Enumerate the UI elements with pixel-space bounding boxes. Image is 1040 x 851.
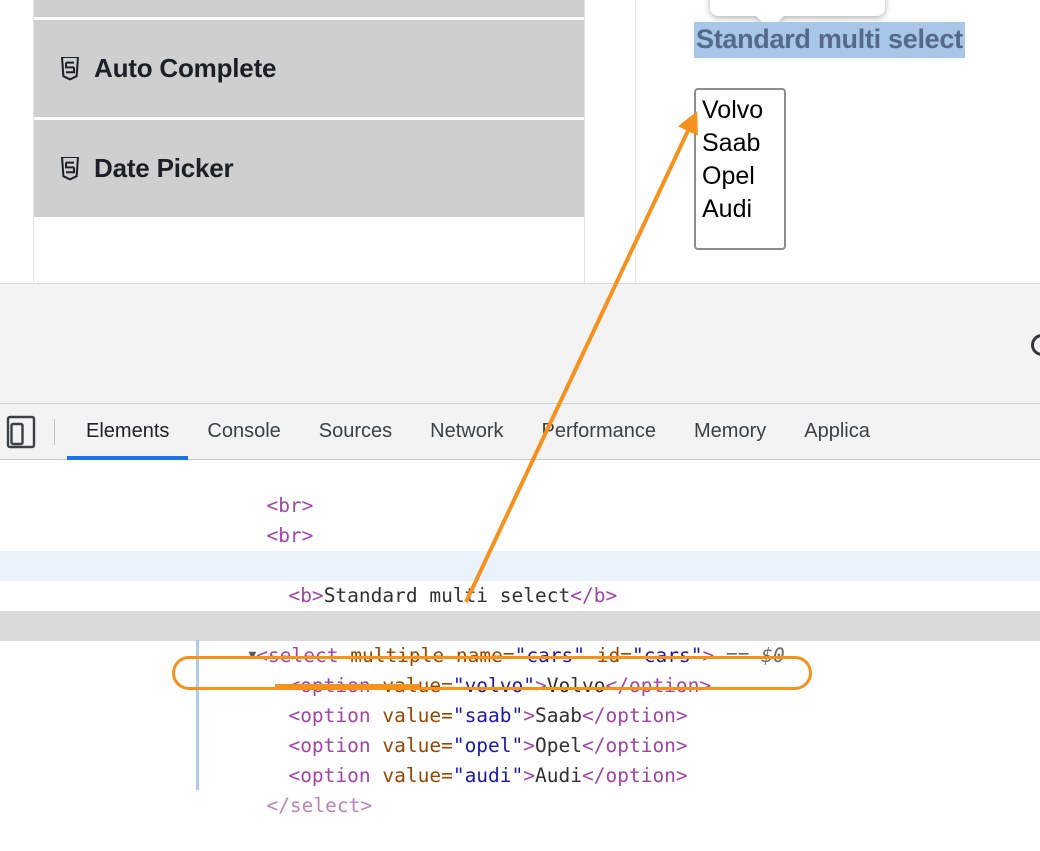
dom-console-ref: == $0 (725, 644, 785, 667)
select-option[interactable]: Opel (702, 162, 755, 190)
device-toolbar-icon[interactable] (4, 415, 40, 449)
dom-row-option[interactable]: <option value="volvo">Volvo</option> (0, 641, 1040, 697)
accordion-item-date-picker[interactable]: Date Picker (34, 120, 584, 220)
dom-attr-value-val: "volvo" (452, 674, 536, 697)
tab-label: Memory (694, 420, 767, 442)
dom-gt: > (523, 764, 536, 787)
devtools-panel: Elements Console Sources Network Perform… (0, 403, 1040, 817)
tab-performance[interactable]: Performance (523, 404, 676, 460)
dom-text-content: Opel (535, 734, 582, 757)
dom-attr-value-val: "saab" (452, 704, 524, 727)
tabbar-divider (54, 418, 55, 445)
page-heading-standard-multi-select: Standard multi select (694, 22, 965, 58)
dom-node-option-open: <option (288, 704, 383, 727)
devtools-tabbar: Elements Console Sources Network Perform… (0, 404, 1040, 460)
dom-text-content: Volvo (546, 674, 606, 697)
tab-memory[interactable]: Memory (675, 404, 785, 460)
tab-label: Console (207, 420, 281, 442)
dom-row-option[interactable]: <option value="opel">Opel</option> (0, 701, 1040, 757)
dom-node-option-close: </option> (605, 674, 712, 697)
tab-label: Sources (318, 420, 393, 442)
dom-node-br: <br> (266, 494, 314, 517)
select-option[interactable]: Audi (702, 195, 753, 223)
tab-application[interactable]: Applica (785, 404, 889, 460)
dom-node-select-close: </select> (266, 794, 373, 817)
accordion-item-label: Auto Complete (94, 53, 277, 83)
dom-node-option-close: </option> (582, 704, 688, 727)
dom-row-br[interactable]: <br> (0, 491, 1040, 547)
dom-attr-id: id= (596, 644, 633, 667)
accordion-item-label: Date Picker (94, 153, 234, 183)
dom-row-select-inspected[interactable]: ▼<select multiple name="cars" id="cars">… (0, 611, 1040, 667)
html5-badge-icon (60, 56, 80, 81)
dom-node-option-close: </option> (582, 764, 688, 787)
dom-gt: > (535, 674, 547, 697)
dom-node-option-open: <option (288, 734, 383, 757)
dom-text-content: Saab (535, 704, 582, 727)
dom-row-b-selected[interactable]: <b>Standard multi select</b> (0, 551, 1040, 607)
tab-label: Performance (541, 420, 657, 442)
dom-node-option-close: </option> (582, 734, 688, 757)
tooltip-popover (710, 0, 885, 16)
dom-text-content: Audi (535, 764, 582, 787)
dom-attr-value: value= (382, 734, 453, 757)
dom-attr-value: value= (382, 704, 453, 727)
dom-row-select-close[interactable]: </select> (0, 761, 1040, 817)
page-column-divider-right (635, 0, 636, 283)
dom-attr-value-val: "opel" (452, 734, 524, 757)
dom-tree-view[interactable]: <br> <br> ▼<p> <b>Standard multi select<… (0, 460, 1040, 817)
cursor-circle-icon (1031, 334, 1040, 356)
dom-row-option[interactable]: <option value="audi">Audi</option> (0, 731, 1040, 787)
dom-indent-guide (196, 640, 199, 790)
page-bottom-whitespace (0, 283, 1040, 403)
tab-sources[interactable]: Sources (300, 404, 411, 460)
dom-node-b-open: <b> (288, 584, 324, 607)
multi-select-listbox[interactable]: Volvo Saab Opel Audi (694, 88, 786, 250)
dom-gt: > (523, 704, 536, 727)
dom-row-br[interactable]: <br> (0, 461, 1040, 517)
dom-row-p-open[interactable]: ▼<p> (0, 521, 1040, 577)
dom-select-close-bracket: > (702, 644, 715, 667)
tab-network[interactable]: Network (411, 404, 522, 460)
expand-triangle-icon[interactable]: ▼ (248, 648, 257, 663)
tab-console[interactable]: Console (188, 404, 299, 460)
html5-badge-icon (60, 156, 80, 181)
accordion-item-0[interactable] (34, 0, 584, 20)
tab-label: Network (430, 420, 504, 442)
dom-node-option-open: <option (288, 764, 383, 787)
dom-attr-value-val: "audi" (452, 764, 524, 787)
tab-elements[interactable]: Elements (67, 404, 189, 460)
dom-attr-multiple: multiple (350, 644, 445, 667)
dom-attr-id-value: "cars" (632, 644, 703, 667)
accordion-item-auto-complete[interactable]: Auto Complete (34, 20, 584, 120)
dom-node-br: <br> (266, 524, 314, 547)
dom-node-select: <select (256, 644, 339, 667)
dom-attr-name-value: "cars" (514, 644, 586, 667)
dom-attr-value: value= (382, 764, 453, 787)
accordion-list: Auto Complete Date Picker (34, 0, 584, 220)
web-page-viewport: Auto Complete Date Picker Standard multi… (0, 0, 1040, 283)
page-column-divider-mid (584, 0, 585, 283)
dom-gt: > (523, 734, 536, 757)
dom-row-p-close[interactable]: </p> (0, 581, 1040, 637)
dom-row-option[interactable]: <option value="saab">Saab</option> (0, 671, 1040, 727)
tab-label: Elements (86, 420, 170, 442)
page-column-divider-left (33, 0, 34, 283)
select-option[interactable]: Saab (702, 129, 761, 157)
tab-label: Applica (804, 420, 870, 442)
dom-attr-name: name= (455, 644, 515, 667)
select-option[interactable]: Volvo (702, 96, 764, 124)
